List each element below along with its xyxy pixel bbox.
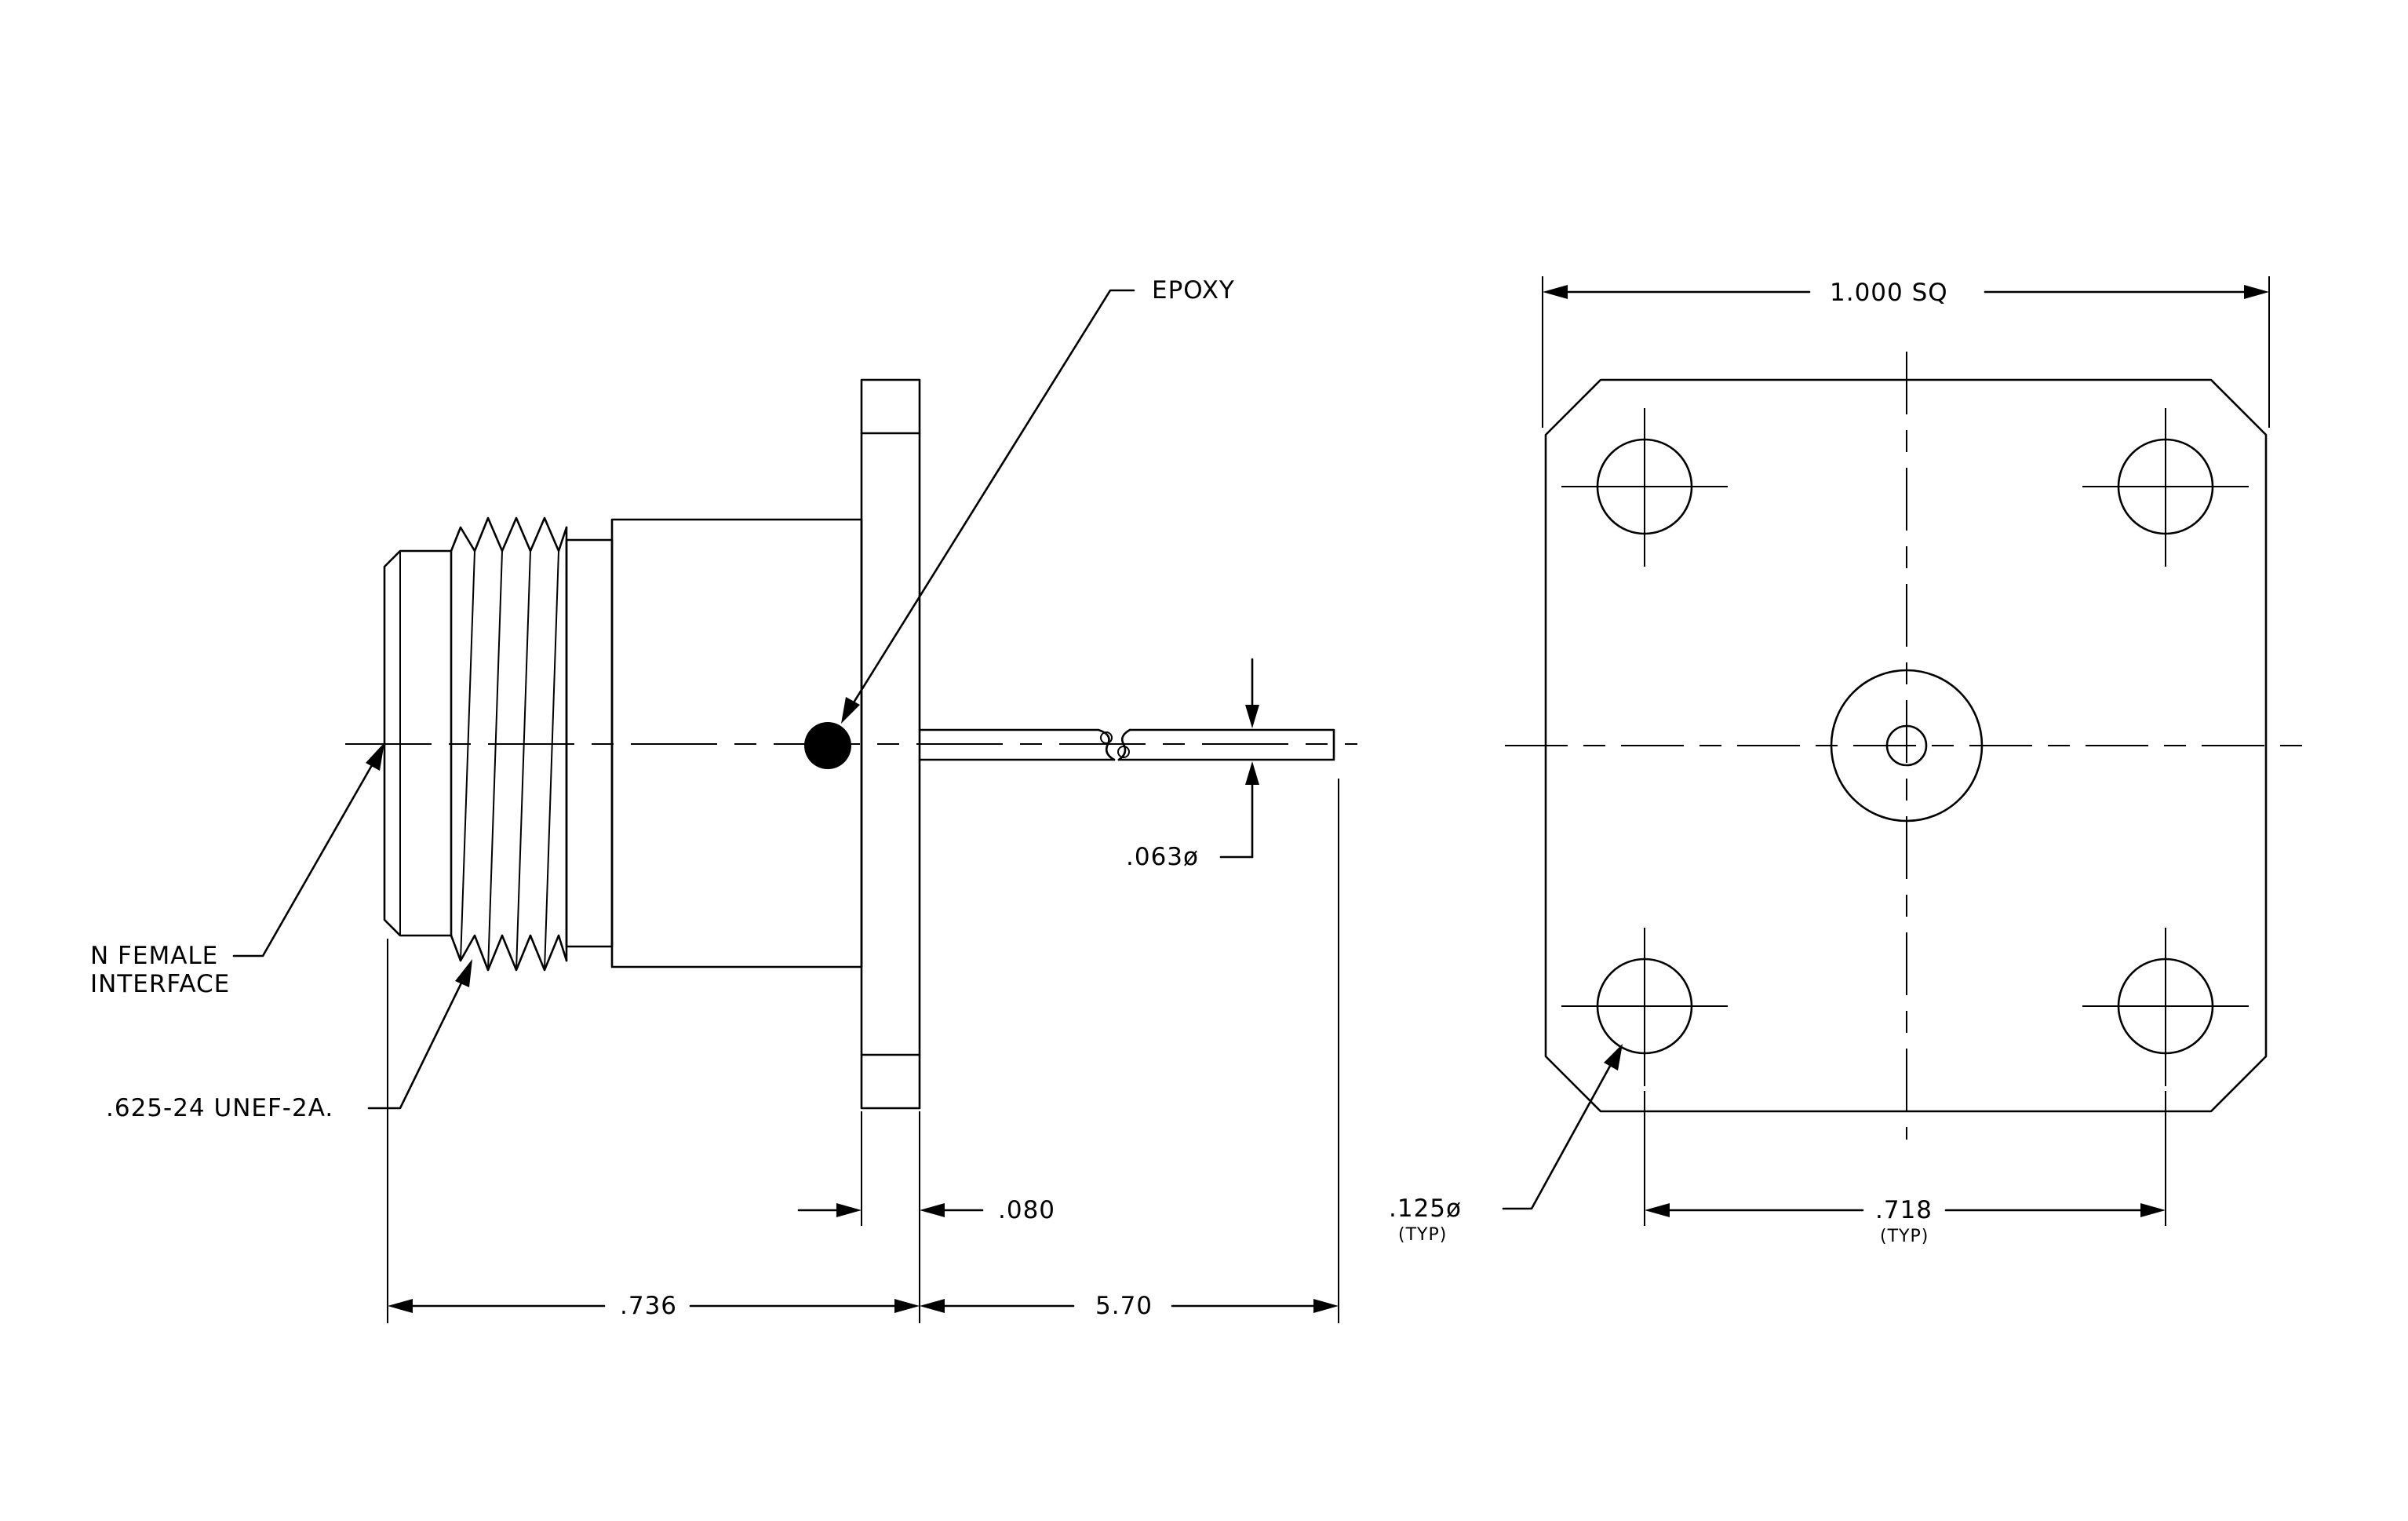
n-female-label-line2: INTERFACE — [90, 970, 230, 998]
square-label: 1.000 SQ — [1830, 279, 1948, 307]
body-length-label: .736 — [620, 1292, 677, 1320]
center-dielectric — [1830, 669, 1984, 823]
hole-diameter-typ-label: (TYP) — [1398, 1225, 1447, 1245]
center-pin-end — [1885, 724, 1928, 767]
hole-diameter-leader — [1502, 1050, 1619, 1210]
square-dimension — [1543, 285, 2269, 299]
side-view: EPOXY N FEMALE INTERFACE .625-24 UNEF-2A… — [90, 276, 1357, 1323]
hole-spacing-typ-label: (TYP) — [1880, 1227, 1929, 1246]
epoxy-dot — [804, 722, 851, 769]
pin-length-dimension — [920, 1299, 1339, 1313]
flange-thickness-label: .080 — [998, 1196, 1055, 1224]
mounting-hole-bottom-right — [2082, 928, 2249, 1086]
mounting-hole-top-left — [1561, 408, 1728, 567]
front-view: 1.000 SQ .718 (TYP) .125ø (TYP) — [1389, 276, 2303, 1246]
mounting-hole-bottom-left — [1561, 928, 1728, 1086]
flange — [860, 378, 921, 1110]
pin-diameter-label: .063ø — [1126, 843, 1199, 871]
flange-thickness-dimension — [797, 1203, 984, 1217]
n-female-leader — [232, 747, 383, 957]
pin-length-label: 5.70 — [1095, 1292, 1153, 1320]
hole-diameter-label: .125ø — [1389, 1195, 1462, 1223]
n-female-label-line1: N FEMALE — [90, 942, 218, 970]
thread-leader — [367, 965, 471, 1110]
center-pin — [918, 728, 1335, 761]
epoxy-leader — [846, 289, 1135, 714]
body-length-dimension — [388, 1299, 920, 1313]
pin-diameter-dimension — [1219, 658, 1259, 859]
mounting-hole-top-right — [2082, 408, 2249, 567]
interface-tip — [383, 549, 453, 937]
hole-spacing-label: .718 — [1875, 1196, 1933, 1224]
flange-outline — [1544, 378, 2268, 1113]
hole-spacing-dimension — [1645, 1203, 2166, 1217]
epoxy-label: EPOXY — [1152, 276, 1235, 305]
thread-label: .625-24 UNEF-2A. — [106, 1094, 333, 1122]
